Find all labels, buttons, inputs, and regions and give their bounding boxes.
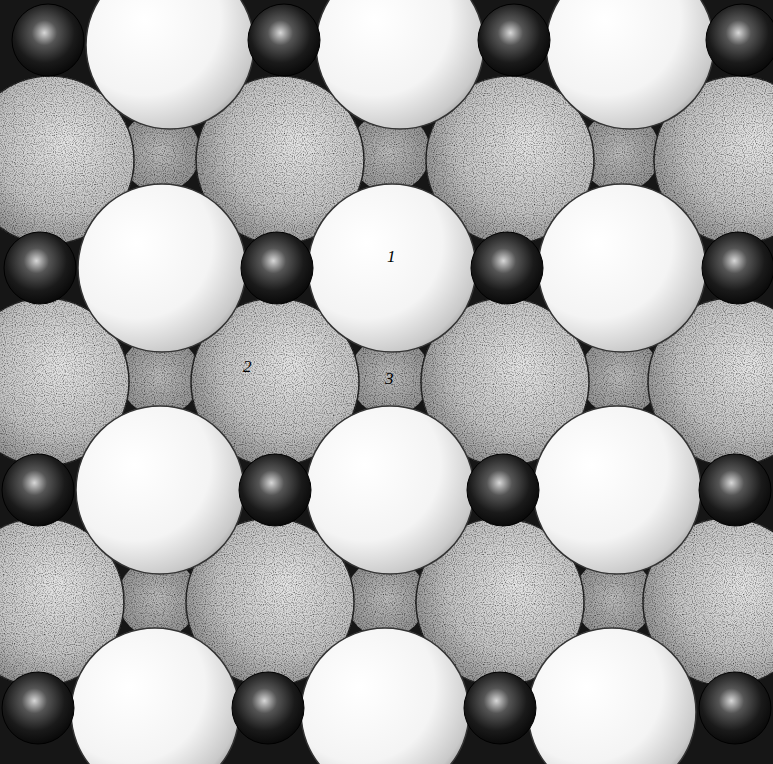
callout-number: 2 [243,358,252,375]
lower-layer-sphere [0,76,773,686]
small-dark-sphere [2,4,773,744]
upper-layer-sphere [71,0,714,764]
callout-number: 1 [387,248,396,265]
callout-number: 3 [385,370,394,387]
